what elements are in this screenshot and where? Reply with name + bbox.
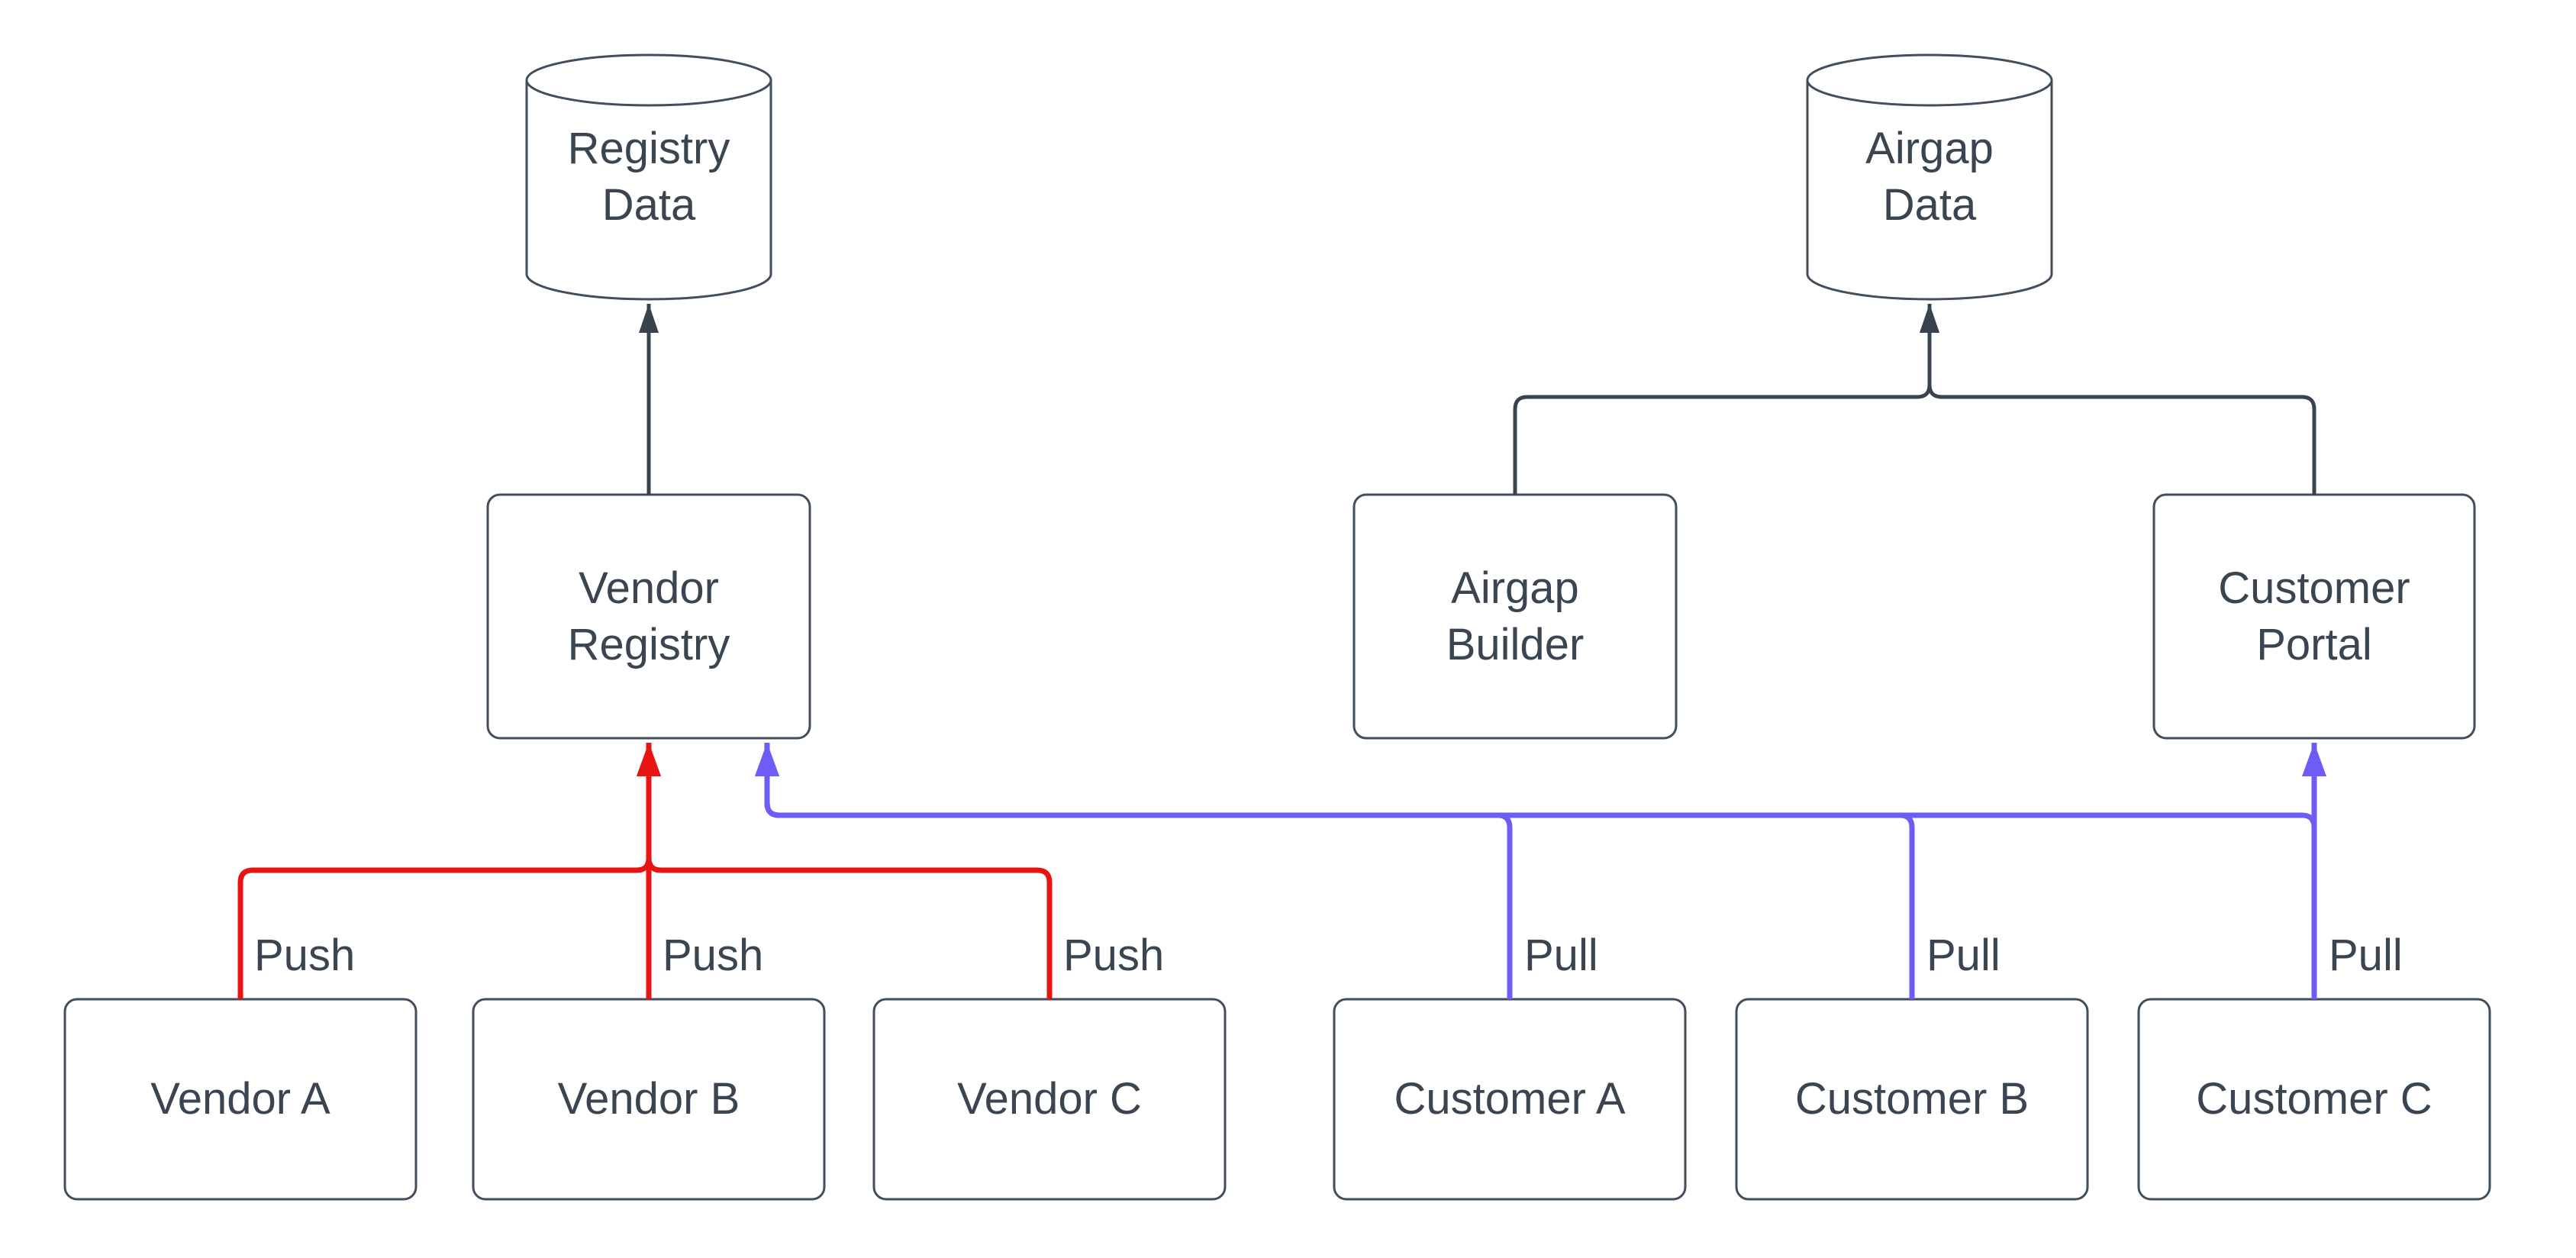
registry-data-cylinder-top-ellipse xyxy=(525,53,772,107)
airgap-data-cylinder-top-ellipse xyxy=(1806,53,2053,107)
customer-b-box xyxy=(1735,998,2089,1201)
airgap-builder-box xyxy=(1352,493,1678,740)
vendor-c-box xyxy=(872,998,1227,1201)
customer-c-box xyxy=(2137,998,2491,1201)
customer-portal-to-airgap-data-edge xyxy=(1920,304,2316,495)
customer-portal-box xyxy=(2152,493,2476,740)
customer-a-box xyxy=(1333,998,1687,1201)
airgap-data-cylinder xyxy=(1806,53,2053,301)
vendor-a-push-to-vendor-registry-edge xyxy=(237,743,661,999)
airgap-builder-to-airgap-data-edge xyxy=(1513,304,1939,495)
vendor-registry-box xyxy=(486,493,811,740)
registry-data-cylinder xyxy=(525,53,772,301)
vendor-b-box xyxy=(472,998,826,1201)
vendor-a-box xyxy=(63,998,418,1201)
vendor-c-push-to-vendor-registry-edge xyxy=(637,743,1053,999)
